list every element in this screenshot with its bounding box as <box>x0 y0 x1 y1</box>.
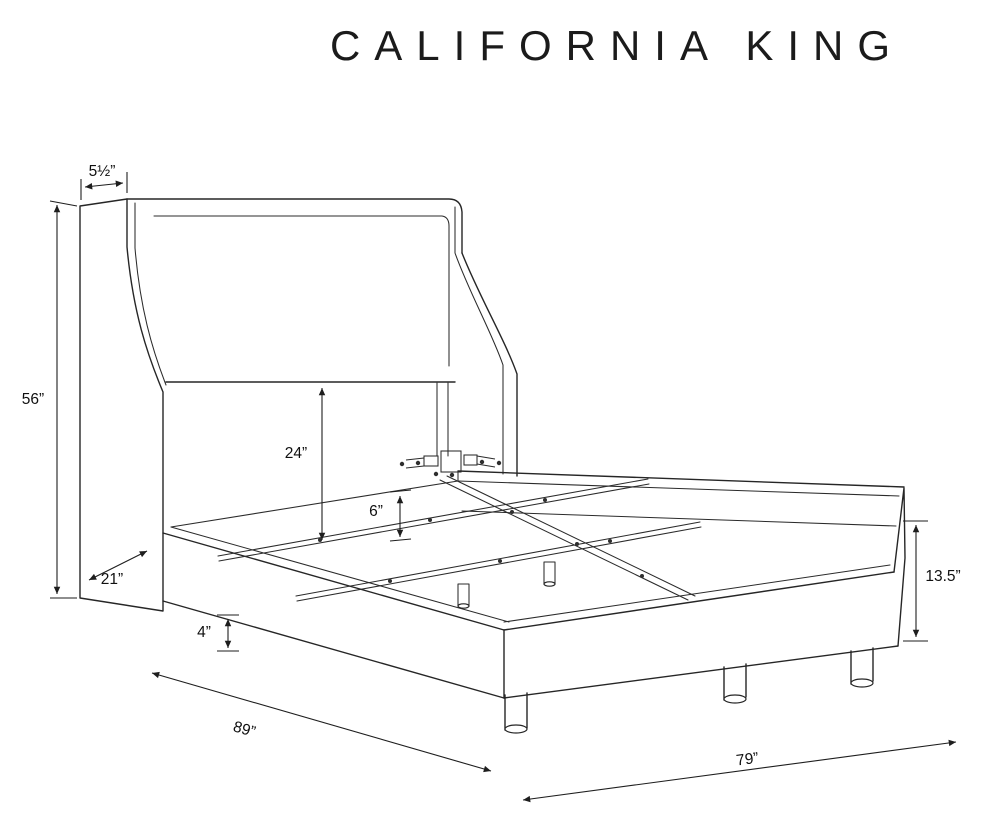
slat-support-legs <box>457 561 556 609</box>
dim-floor-clearance: 4” <box>197 614 239 652</box>
dim-label-headboard-height: 56” <box>22 391 44 408</box>
dim-overall-width: 79” <box>522 739 957 803</box>
dim-label-floor-clearance: 4” <box>197 624 211 641</box>
dim-side-rail-height: 13.5” <box>903 520 961 642</box>
bed-legs <box>504 647 874 734</box>
dim-wing-thickness: 5½” <box>80 163 128 200</box>
dimension-annotations: 5½” 56” 24” 6” 21” 4” <box>22 163 961 803</box>
bed-frame-rails <box>162 470 906 699</box>
dim-headboard-to-slats: 24” <box>285 388 326 540</box>
dim-label-overall-width: 79” <box>735 750 759 770</box>
diagram-title: CALIFORNIA KING <box>330 22 904 69</box>
dim-label-wing-thickness: 5½” <box>89 163 116 180</box>
bed-drawing <box>79 198 906 734</box>
dim-label-side-rail-height: 13.5” <box>925 568 960 585</box>
support-slats <box>217 478 702 602</box>
dim-label-wing-depth: 21” <box>101 571 123 588</box>
center-bracket-hardware <box>399 450 502 478</box>
center-support-rail <box>439 475 696 601</box>
headboard-left-wing <box>79 198 167 612</box>
dim-label-headboard-to-slats: 24” <box>285 445 307 462</box>
dim-label-slat-clearance: 6” <box>369 503 383 520</box>
dim-overall-length: 89” <box>151 671 492 773</box>
dim-label-overall-length: 89” <box>231 718 257 741</box>
dim-slat-clearance: 6” <box>369 489 412 542</box>
dim-headboard-height: 56” <box>22 200 78 599</box>
dim-wing-depth: 21” <box>88 550 148 588</box>
headboard-panel <box>126 198 518 477</box>
